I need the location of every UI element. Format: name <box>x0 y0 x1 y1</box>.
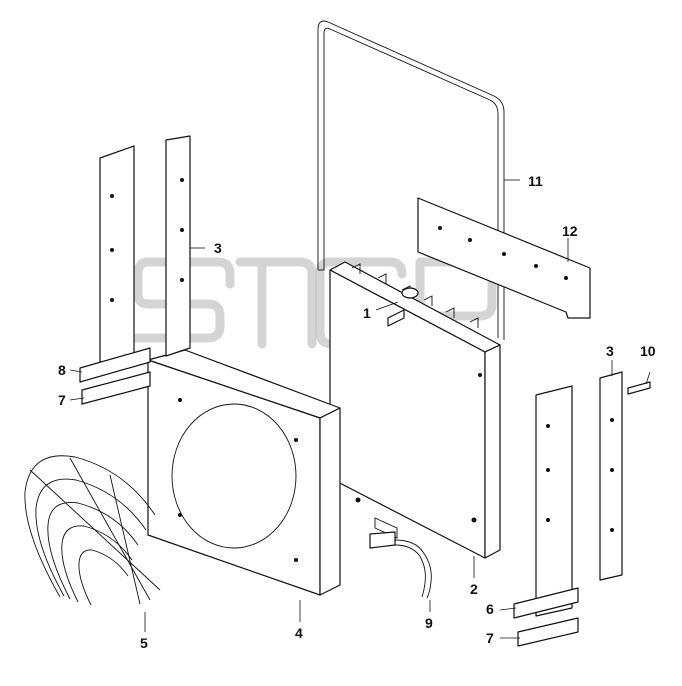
part-12-plate <box>417 197 591 319</box>
callout-labels: 1 2 3 3 4 5 6 7 7 8 9 10 11 12 <box>58 173 656 651</box>
left-bracket-assembly <box>79 135 191 405</box>
callout-2: 2 <box>470 581 478 597</box>
callout-3-right: 3 <box>606 343 614 359</box>
part-5-fan-guard <box>24 455 161 606</box>
callout-4: 4 <box>295 625 303 641</box>
part-4-shroud <box>147 349 341 596</box>
leader-lines <box>69 179 651 639</box>
callout-11: 11 <box>528 173 543 189</box>
callout-6: 6 <box>486 601 494 617</box>
callout-7-right: 7 <box>486 630 494 646</box>
part-11-rod <box>317 20 505 340</box>
part-2-radiator <box>329 261 501 559</box>
callout-10: 10 <box>640 343 656 359</box>
callout-9: 9 <box>425 615 433 631</box>
right-bracket-assembly <box>513 371 651 647</box>
callout-3-left: 3 <box>214 240 222 256</box>
callout-5: 5 <box>140 635 148 651</box>
part-9-hose <box>369 531 432 599</box>
callout-12: 12 <box>562 223 578 239</box>
callout-8: 8 <box>58 362 66 378</box>
callout-7-left: 7 <box>58 392 66 408</box>
callout-1: 1 <box>363 305 371 321</box>
